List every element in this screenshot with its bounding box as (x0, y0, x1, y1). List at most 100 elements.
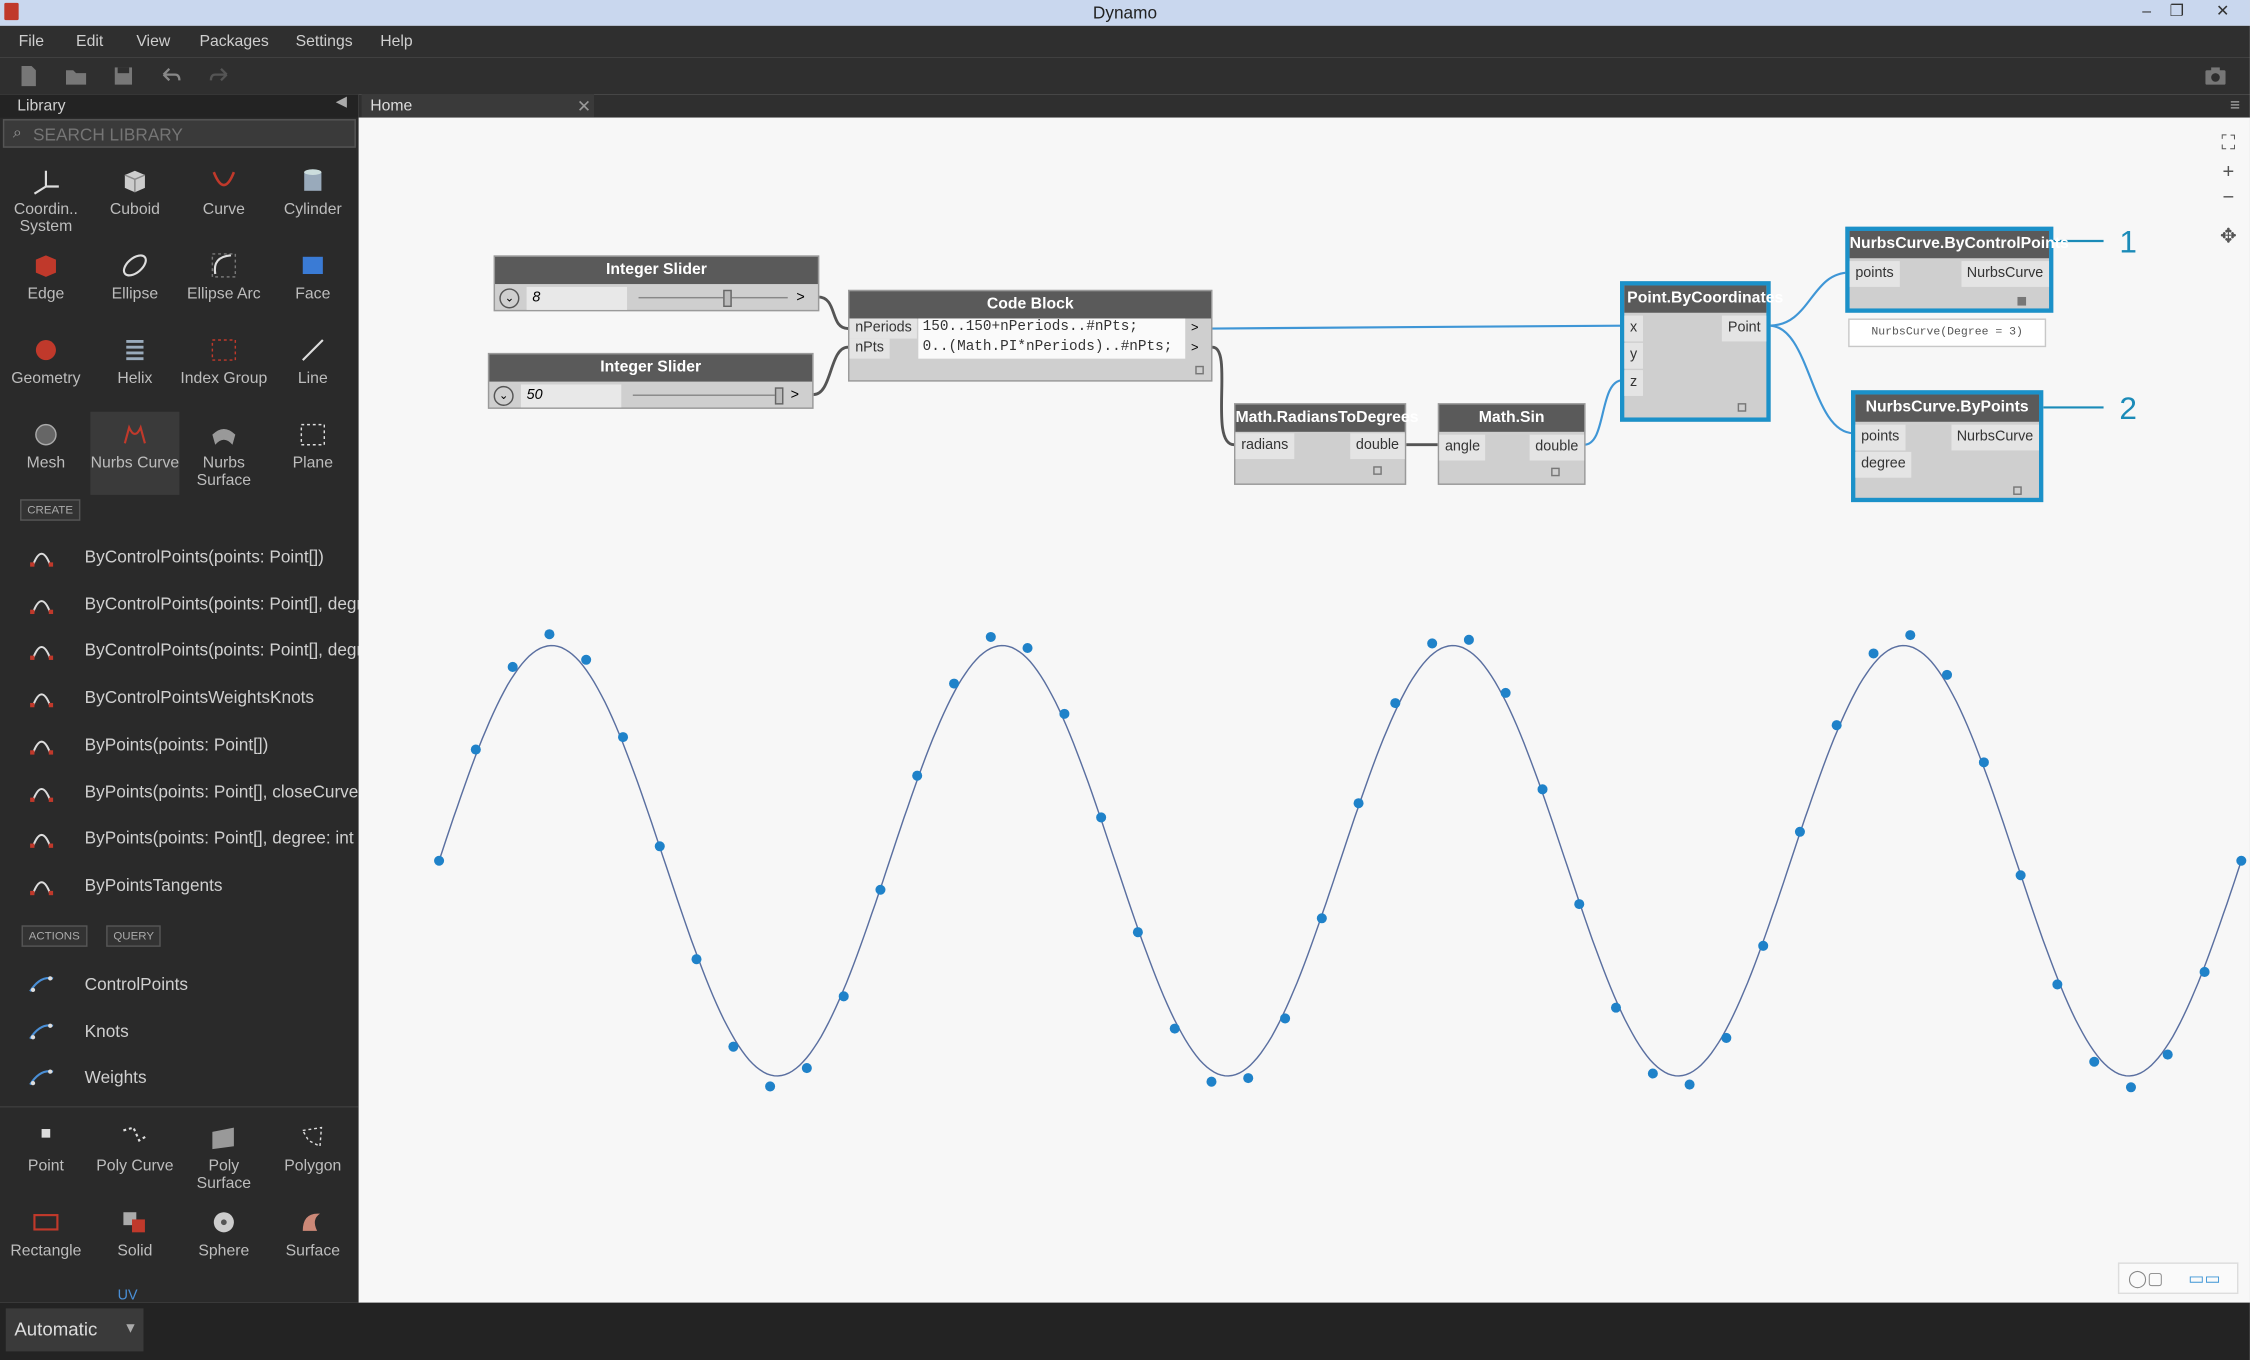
tile-polysurface[interactable]: Poly Surface (179, 1115, 268, 1198)
integer-slider-node-2[interactable]: Integer Slider ⌄ 50 > (487, 352, 814, 409)
input-port-y[interactable]: y (1624, 342, 1643, 369)
preview-toggle-icon[interactable] (1551, 467, 1560, 477)
tile-mesh[interactable]: Mesh (1, 412, 90, 495)
tile-polycurve[interactable]: Poly Curve (90, 1115, 179, 1198)
menu-view[interactable]: View (136, 32, 171, 51)
point-by-coordinates-node[interactable]: Point.ByCoordinates x y z Point (1620, 281, 1783, 422)
tile-coordinate-system[interactable]: Coordin.. System (1, 158, 90, 241)
create-item[interactable]: ByControlPoints(points: Point[], degree (0, 581, 359, 627)
code-editor[interactable]: 150..150+nPeriods..#nPts; 0..(Math.PI*nP… (918, 318, 1186, 359)
tile-ellipse[interactable]: Ellipse (90, 242, 179, 325)
expand-icon[interactable]: ⌄ (499, 288, 520, 309)
tile-polygon[interactable]: Polygon (268, 1115, 357, 1198)
run-mode-select[interactable]: Automatic (5, 1308, 144, 1352)
tile-line[interactable]: Line (268, 327, 357, 410)
preview-toggle-icon[interactable] (1373, 466, 1382, 475)
slider-value[interactable]: 8 (526, 286, 628, 310)
node-preview-bubble[interactable]: NurbsCurve(Degree = 3) (1848, 318, 2047, 348)
tile-index-group[interactable]: Index Group (179, 327, 268, 410)
slider-thumb[interactable] (774, 387, 784, 405)
tile-curve[interactable]: Curve (179, 158, 268, 241)
zoom-in-icon[interactable]: + (2222, 159, 2235, 183)
menu-help[interactable]: Help (380, 32, 413, 51)
tile-face[interactable]: Face (268, 242, 357, 325)
create-item[interactable]: ByPoints(points: Point[], closeCurve: bo (0, 768, 359, 814)
output-port-nurbscurve[interactable]: NurbsCurve (1960, 261, 2050, 287)
tab-close-icon[interactable]: ✕ (576, 96, 592, 117)
tile-helix[interactable]: Helix (90, 327, 179, 410)
create-item[interactable]: ByPoints(points: Point[]) (0, 721, 359, 767)
tile-solid[interactable]: Solid (90, 1199, 179, 1282)
math-sin-node[interactable]: Math.Sin angle double (1437, 403, 1586, 485)
input-port-radians[interactable]: radians (1235, 433, 1295, 460)
create-item[interactable]: ByControlPointsWeightsKnots (0, 674, 359, 720)
redo-icon[interactable] (207, 63, 233, 89)
input-port-x[interactable]: x (1624, 315, 1643, 342)
query-tag[interactable]: QUERY (106, 925, 162, 947)
nurbs-curve-by-points-node[interactable]: NurbsCurve.ByPoints points degree NurbsC… (1851, 390, 2044, 503)
menu-settings[interactable]: Settings (295, 32, 353, 51)
output-port-2[interactable]: > (1190, 340, 1199, 355)
slider-thumb[interactable] (723, 289, 733, 308)
open-file-icon[interactable] (63, 63, 89, 89)
workspace-canvas[interactable] (358, 117, 2250, 1303)
menu-packages[interactable]: Packages (199, 32, 269, 51)
query-item-knots[interactable]: Knots (0, 1008, 359, 1054)
tile-uv-partial[interactable]: UV (117, 1288, 138, 1303)
minimize-icon[interactable]: – (2142, 2, 2152, 21)
new-file-icon[interactable] (16, 63, 42, 89)
collapse-library-icon[interactable]: ◀ (335, 94, 347, 111)
preview-toggle-icon[interactable] (1195, 365, 1204, 375)
pan-icon[interactable]: ✥ (2219, 223, 2237, 247)
output-port-double[interactable]: double (1529, 434, 1585, 461)
output-port[interactable]: > (796, 289, 805, 306)
output-port-point[interactable]: Point (1722, 315, 1767, 342)
tile-plane[interactable]: Plane (268, 412, 357, 495)
input-port-degree[interactable]: degree (1855, 451, 1912, 478)
input-port-angle[interactable]: angle (1439, 434, 1486, 461)
zoom-fit-icon[interactable]: ⛶ (2221, 130, 2236, 154)
tile-nurbs-surface[interactable]: Nurbs Surface (179, 412, 268, 495)
query-item-weights[interactable]: Weights (0, 1055, 359, 1101)
output-port-1[interactable]: > (1190, 319, 1199, 335)
tile-ellipse-arc[interactable]: Ellipse Arc (179, 242, 268, 325)
actions-tag[interactable]: ACTIONS (21, 925, 87, 947)
graph-view-icon[interactable]: ▭▭ (2188, 1268, 2221, 1289)
input-port-nperiods[interactable]: nPeriods (849, 318, 918, 339)
tile-geometry[interactable]: Geometry (1, 327, 90, 410)
output-port-nurbscurve[interactable]: NurbsCurve (1950, 424, 2039, 451)
output-port[interactable]: > (790, 387, 800, 404)
menu-lines-icon[interactable]: ≡ (2229, 94, 2240, 115)
tab-home[interactable]: Home (361, 94, 595, 118)
tile-cuboid[interactable]: Cuboid (90, 158, 179, 241)
tile-point[interactable]: Point (1, 1115, 90, 1198)
undo-icon[interactable] (158, 63, 184, 89)
preview-toggle-icon[interactable] (1737, 403, 1747, 412)
tile-surface[interactable]: Surface (268, 1199, 357, 1282)
zoom-out-icon[interactable]: − (2222, 185, 2235, 209)
code-block-node[interactable]: Code Block nPeriods nPts 150..150+nPerio… (848, 289, 1213, 382)
math-radians-to-degrees-node[interactable]: Math.RadiansToDegrees radians double (1234, 403, 1418, 485)
camera-icon[interactable] (2203, 63, 2229, 89)
input-port-points[interactable]: points (1849, 261, 1900, 287)
preview-toggle-icon[interactable] (2013, 486, 2022, 495)
tile-cylinder[interactable]: Cylinder (268, 158, 357, 241)
preview-toggle-icon[interactable] (2017, 296, 2027, 306)
tile-nurbs-curve[interactable]: Nurbs Curve (90, 411, 180, 495)
tile-rectangle[interactable]: Rectangle (1, 1199, 90, 1282)
expand-icon[interactable]: ⌄ (493, 385, 514, 406)
output-port-double[interactable]: double (1350, 433, 1405, 460)
search-input[interactable] (33, 123, 349, 147)
menu-edit[interactable]: Edit (76, 32, 104, 51)
slider-track[interactable] (638, 296, 788, 299)
create-tag[interactable]: CREATE (20, 499, 81, 521)
create-item[interactable]: ByControlPoints(points: Point[]) (0, 534, 359, 580)
save-icon[interactable] (110, 63, 136, 89)
slider-track[interactable] (632, 394, 783, 396)
slider-value[interactable]: 50 (520, 384, 622, 408)
menu-file[interactable]: File (18, 32, 45, 51)
restore-icon[interactable]: ❐ (2169, 2, 2184, 21)
chevron-down-icon[interactable]: ▼ (123, 1321, 138, 1338)
integer-slider-node-1[interactable]: Integer Slider ⌄ 8 > (493, 255, 820, 312)
close-icon[interactable]: ✕ (2216, 2, 2230, 21)
